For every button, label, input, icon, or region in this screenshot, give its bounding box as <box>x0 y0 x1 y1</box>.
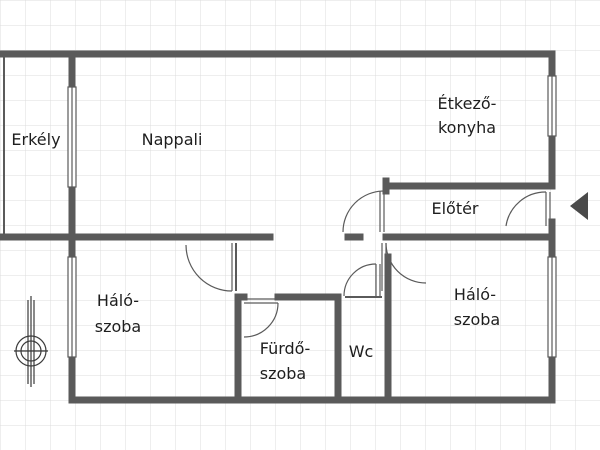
door <box>343 263 381 297</box>
doors <box>185 190 551 338</box>
windows <box>67 75 557 358</box>
door <box>381 242 427 291</box>
door <box>243 298 279 338</box>
room-label-halo-left-line1: Háló- <box>97 291 139 310</box>
room-label-etkezo-line2: konyha <box>438 118 496 137</box>
walls <box>0 50 556 404</box>
room-label-eloter: Előtér <box>431 199 478 218</box>
compass-icon <box>14 296 48 387</box>
room-label-halo-left-line2: szoba <box>95 317 141 336</box>
door <box>505 191 551 227</box>
room-label-nappali: Nappali <box>142 130 203 149</box>
entrance-arrow-icon <box>570 192 588 220</box>
room-label-furdo-line2: szoba <box>260 364 306 383</box>
room-label-halo-right-line2: szoba <box>454 310 500 329</box>
room-label-erkely: Erkély <box>11 130 60 149</box>
room-label-etkezo-line1: Étkező- <box>438 94 497 113</box>
room-label-wc: Wc <box>349 342 374 361</box>
door <box>342 190 385 233</box>
room-label-halo-right-line1: Háló- <box>454 285 496 304</box>
room-label-furdo-line1: Fürdő- <box>260 339 310 358</box>
door <box>185 243 237 292</box>
